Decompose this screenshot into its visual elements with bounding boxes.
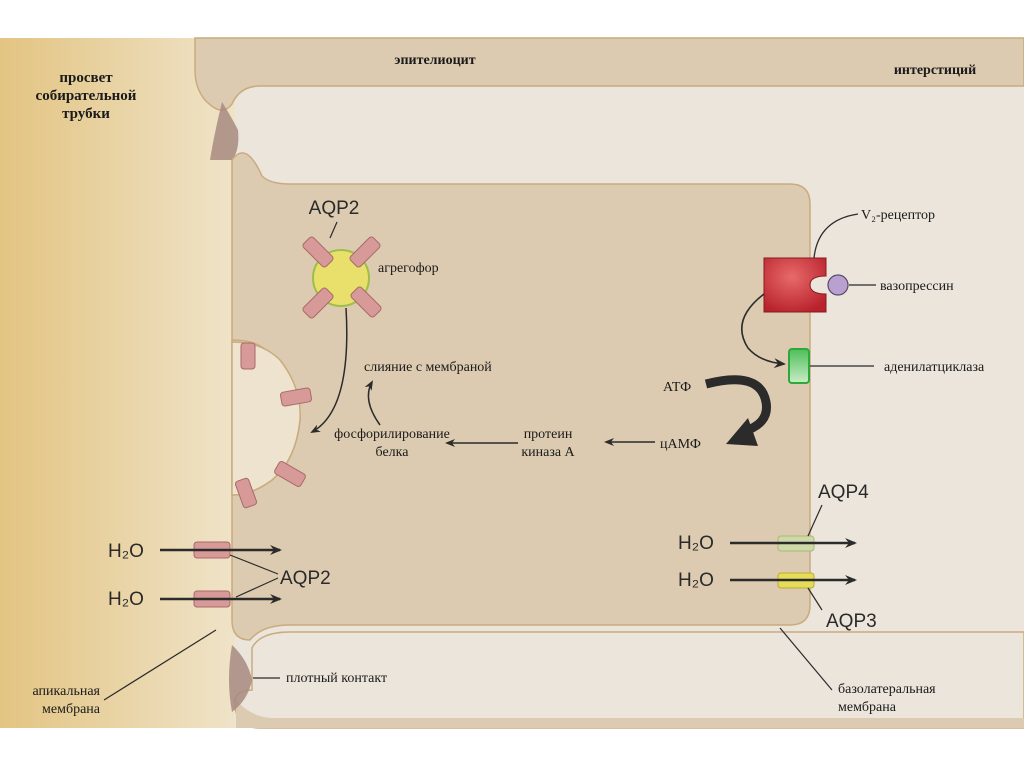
- h2o-basolateral-1: H₂O: [678, 533, 714, 554]
- svg-text:собирательной: собирательной: [36, 88, 137, 104]
- phosphorylation-label-1: фосфорилирование: [334, 427, 450, 442]
- membrane-invagination: [231, 341, 301, 496]
- v2-receptor-label: V₂-рецептор: [861, 208, 935, 223]
- adenylate-cyclase-label: аденилатциклаза: [884, 360, 985, 375]
- aggregophore-label: агрегофор: [378, 261, 439, 276]
- apical-water-transport: H₂O H₂O AQP2: [108, 541, 331, 610]
- fusion-arrow: [310, 307, 348, 433]
- h2o-apical-1: H₂O: [108, 541, 144, 562]
- protein-kinase-label-1: протеин: [524, 427, 573, 442]
- v2-receptor: [763, 257, 827, 313]
- basolateral-membrane-label-2: мембрана: [838, 700, 897, 715]
- h2o-basolateral-2: H₂O: [678, 570, 714, 591]
- phosphorylation-label-2: белка: [376, 445, 410, 460]
- tight-junction-bottom: [229, 645, 252, 712]
- svg-text:просвет: просвет: [59, 70, 113, 86]
- protein-kinase-label-2: киназа А: [521, 445, 575, 460]
- epithelial-cell: [231, 152, 811, 641]
- camp-label: цАМФ: [660, 437, 701, 452]
- aqp3-label: AQP3: [826, 611, 877, 632]
- receptor-to-cyclase-arrow: [740, 293, 786, 369]
- cell-label: эпителиоцит: [394, 53, 475, 68]
- aqp4-label: AQP4: [818, 482, 869, 503]
- vasopressin-molecule: [827, 274, 849, 296]
- apical-membrane-label-1: апикальная: [33, 684, 101, 699]
- lumen-background: [0, 38, 235, 728]
- aqp2-vesicle-label: AQP2: [309, 198, 360, 219]
- vasopressin-label: вазопрессин: [880, 279, 954, 294]
- atp-label: АТФ: [663, 380, 691, 395]
- membrane-aqp2-channels: [234, 342, 313, 509]
- tight-junction-top: [210, 102, 239, 160]
- phosphorylation-to-fusion-arrow: [364, 380, 381, 426]
- lower-cell: [236, 700, 1024, 728]
- apical-membrane-label-2: мембрана: [42, 702, 101, 717]
- h2o-apical-2: H₂O: [108, 589, 144, 610]
- aggregophore: [302, 236, 382, 319]
- interstitium-label: интерстиций: [894, 63, 976, 78]
- tight-junction-label: плотный контакт: [286, 671, 387, 686]
- membrane-fusion-label: слияние с мембраной: [364, 360, 492, 375]
- aqp2-apical-label: AQP2: [280, 568, 331, 589]
- basolateral-membrane-label-1: базолатеральная: [838, 682, 936, 697]
- svg-text:трубки: трубки: [62, 106, 110, 122]
- lumen-label: просвет собирательной трубки: [36, 70, 137, 122]
- adenylate-cyclase: [788, 348, 810, 384]
- atp-to-camp-arrow: [704, 375, 771, 437]
- basolateral-water-transport: H₂O H₂O AQP4 AQP3: [678, 482, 877, 632]
